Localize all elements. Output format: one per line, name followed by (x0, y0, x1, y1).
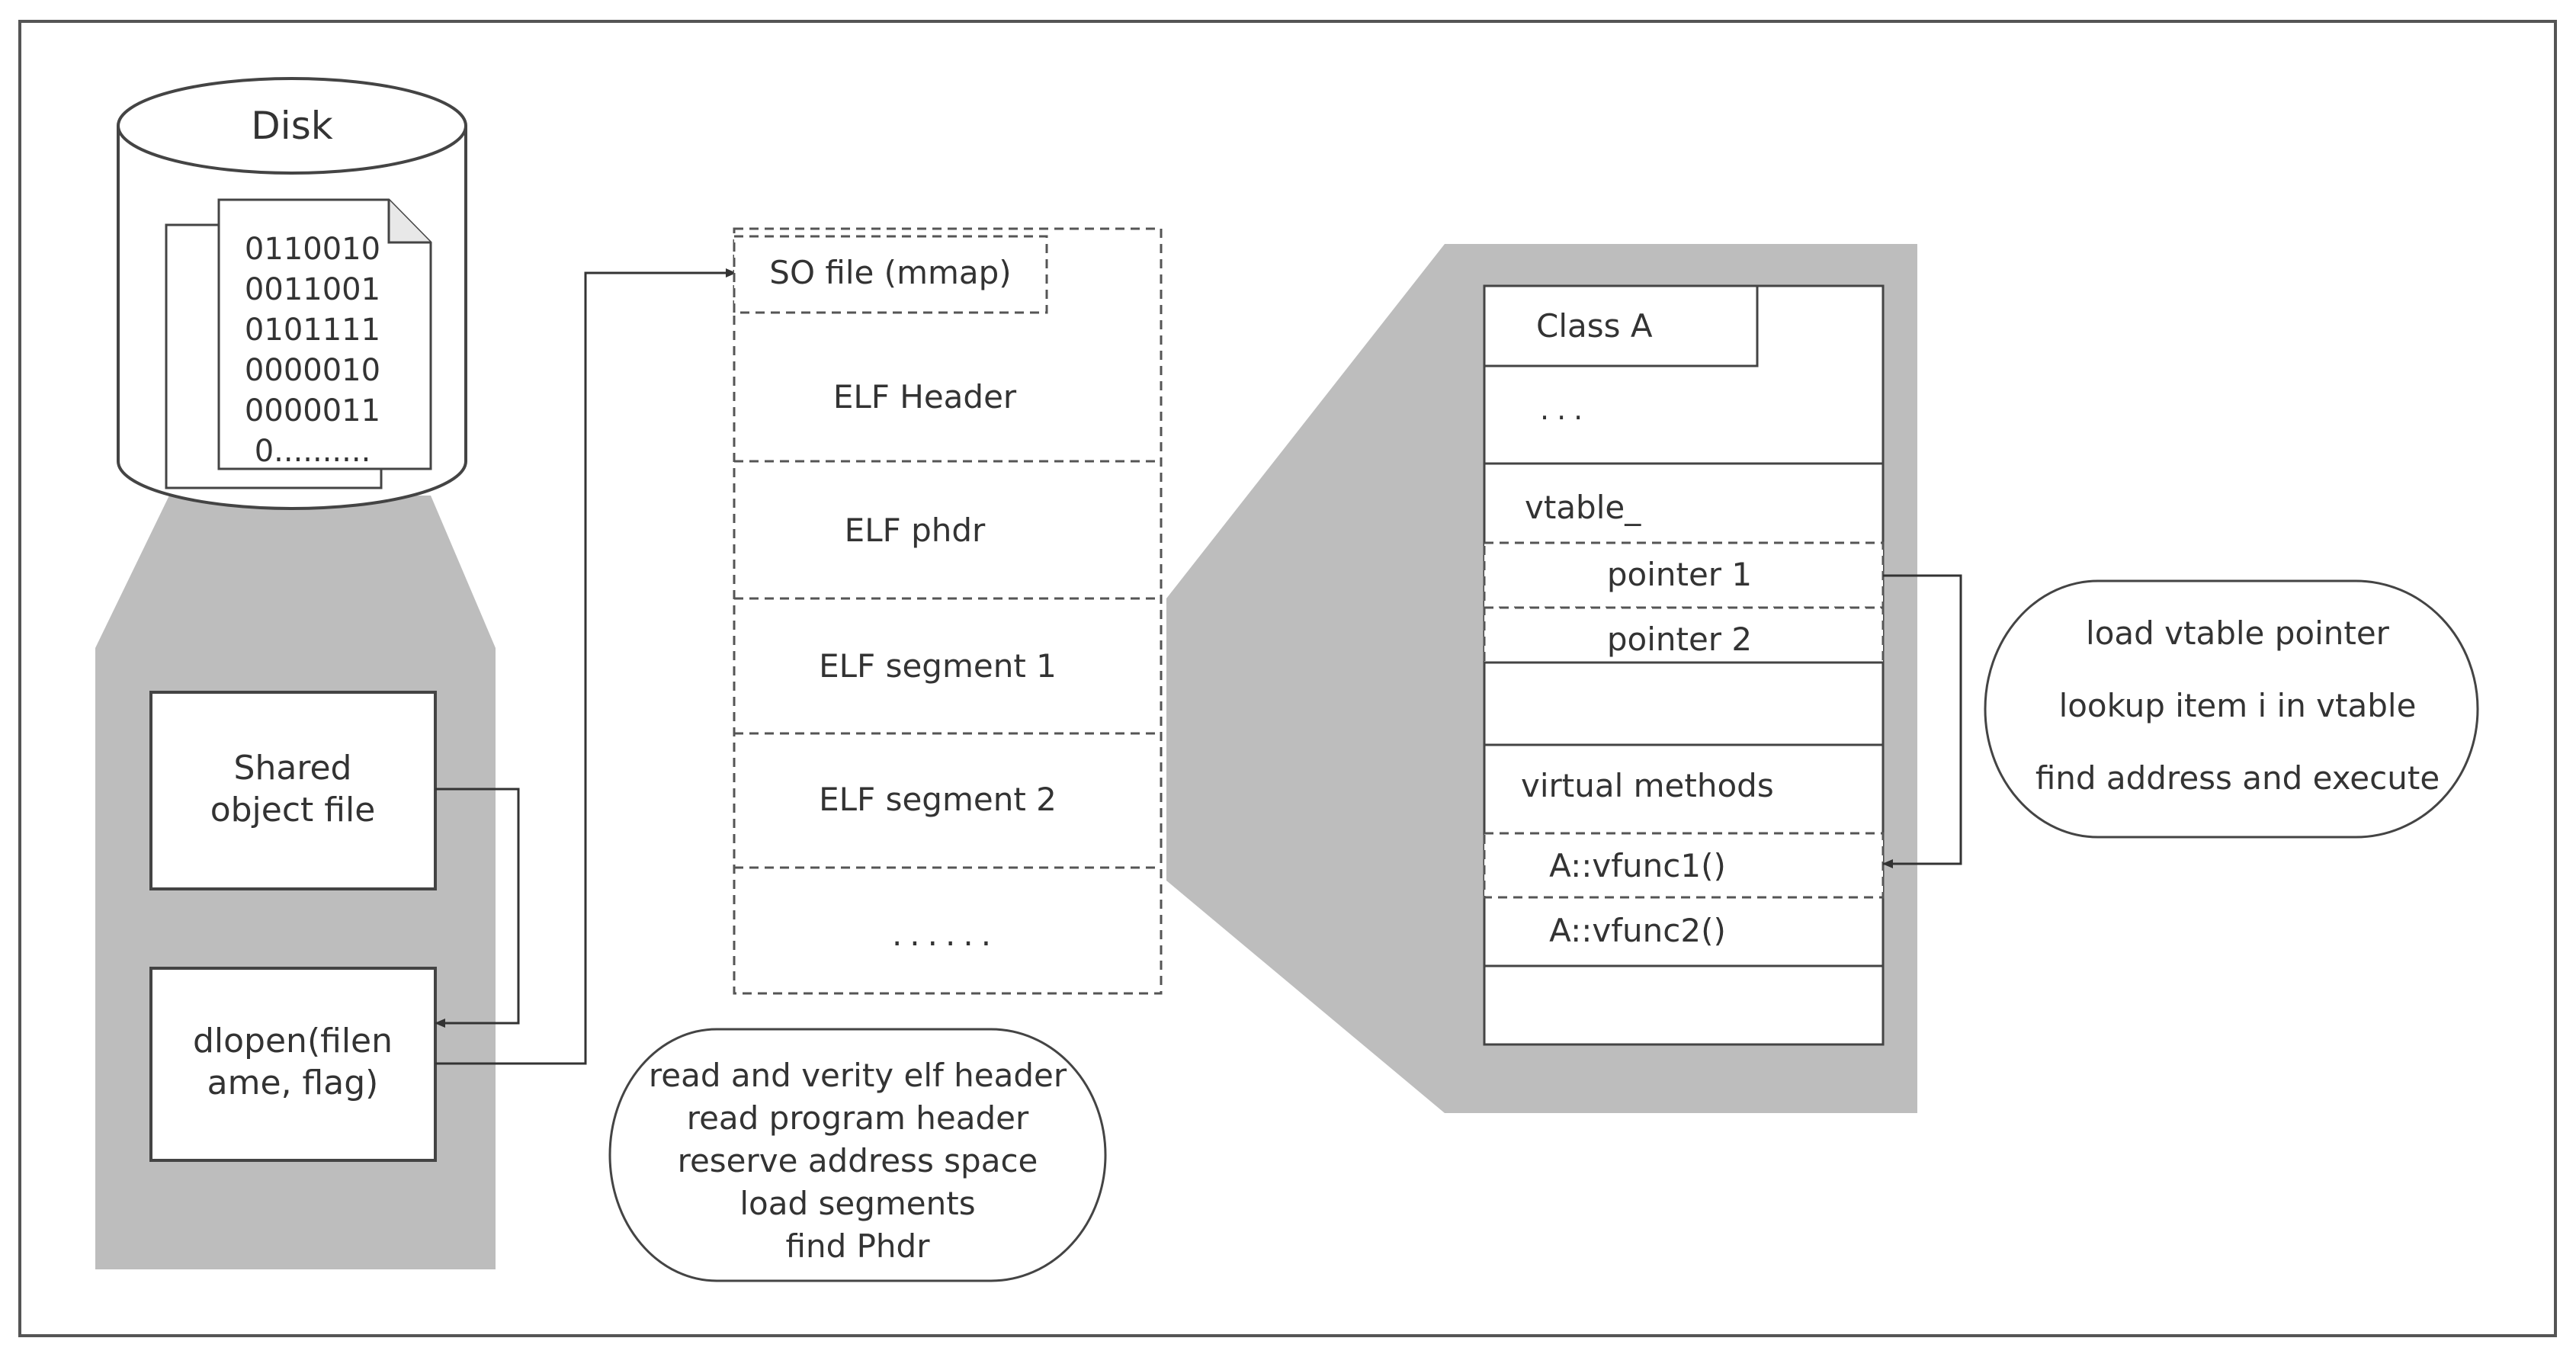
dlopen-box[interactable] (149, 967, 437, 1162)
shared-object-box (149, 691, 437, 890)
pointer-1-label: pointer 1 (1607, 556, 1752, 593)
load-step: read program header (687, 1099, 1029, 1137)
disk-title: Disk (251, 104, 332, 148)
segment-ellipsis: ...... (892, 916, 999, 953)
vtable-label: vtable_ (1525, 489, 1641, 526)
dlopen-label: dlopen(filen ame, flag) (193, 1022, 393, 1102)
load-step: load segments (739, 1185, 975, 1222)
binary-line: 0000010 (245, 353, 380, 388)
segment-elf-header: ELF Header (833, 378, 1017, 416)
vfunc2-label: A::vfunc2() (1549, 912, 1726, 949)
call-step: find address and execute (2035, 759, 2440, 797)
pointer-2-label: pointer 2 (1607, 621, 1752, 658)
binary-line: 0110010 (245, 232, 380, 267)
dlopen-text: ame, flag) (207, 1064, 379, 1102)
load-step: read and verity elf header (649, 1057, 1067, 1094)
so-file-mmap-label: SO file (mmap) (769, 254, 1011, 291)
shared-object-text: Shared (234, 749, 352, 788)
dlopen-text: dlopen(filen (193, 1022, 393, 1060)
load-steps-text: read and verity elf header read program h… (649, 1057, 1067, 1265)
pointer-to-vfunc-arrow (1882, 574, 1962, 868)
segment-elf-2: ELF segment 2 (819, 781, 1057, 818)
call-step: lookup item i in vtable (2059, 687, 2417, 724)
binary-line: 0101111 (245, 313, 380, 348)
vfunc1-cell (1483, 832, 1885, 899)
pointer-2-cell (1483, 606, 1885, 664)
outer-frame (18, 20, 2557, 1337)
shared-object-text: object file (210, 791, 376, 829)
file-page-icon (217, 198, 432, 470)
memory-layout: SO file (mmap) ELF Header ELF phdr ELF s… (733, 227, 1163, 995)
call-step: load vtable pointer (2086, 614, 2390, 652)
binary-line: 0.......... (255, 434, 371, 469)
dlopen-to-mmap-arrow (435, 268, 736, 1065)
class-a-layout: Class A ... vtable_ pointer 1 pointer 2 … (1483, 284, 1885, 1046)
so-file-mmap-box (733, 235, 1048, 314)
binary-line: 0000011 (245, 393, 380, 428)
call-steps-text: load vtable pointer lookup item i in vtab… (2035, 614, 2440, 797)
call-steps-bubble (1984, 579, 2479, 839)
binary-line: 0011001 (245, 272, 380, 307)
disk-cylinder: Disk 0110010 0011001 0101111 0000010 0000011… (117, 77, 467, 510)
virtual-methods-label: virtual methods (1521, 767, 1774, 804)
load-steps-bubble (608, 1028, 1107, 1282)
segment-elf-phdr: ELF phdr (845, 512, 986, 549)
segment-elf-1: ELF segment 1 (819, 647, 1057, 685)
vfunc1-label: A::vfunc1() (1549, 847, 1726, 884)
class-ellipsis: ... (1540, 393, 1590, 426)
load-step: find Phdr (786, 1227, 931, 1265)
so-to-dlopen-arrow (435, 788, 520, 1028)
class-name: Class A (1536, 307, 1653, 345)
load-step: reserve address space (678, 1142, 1038, 1179)
